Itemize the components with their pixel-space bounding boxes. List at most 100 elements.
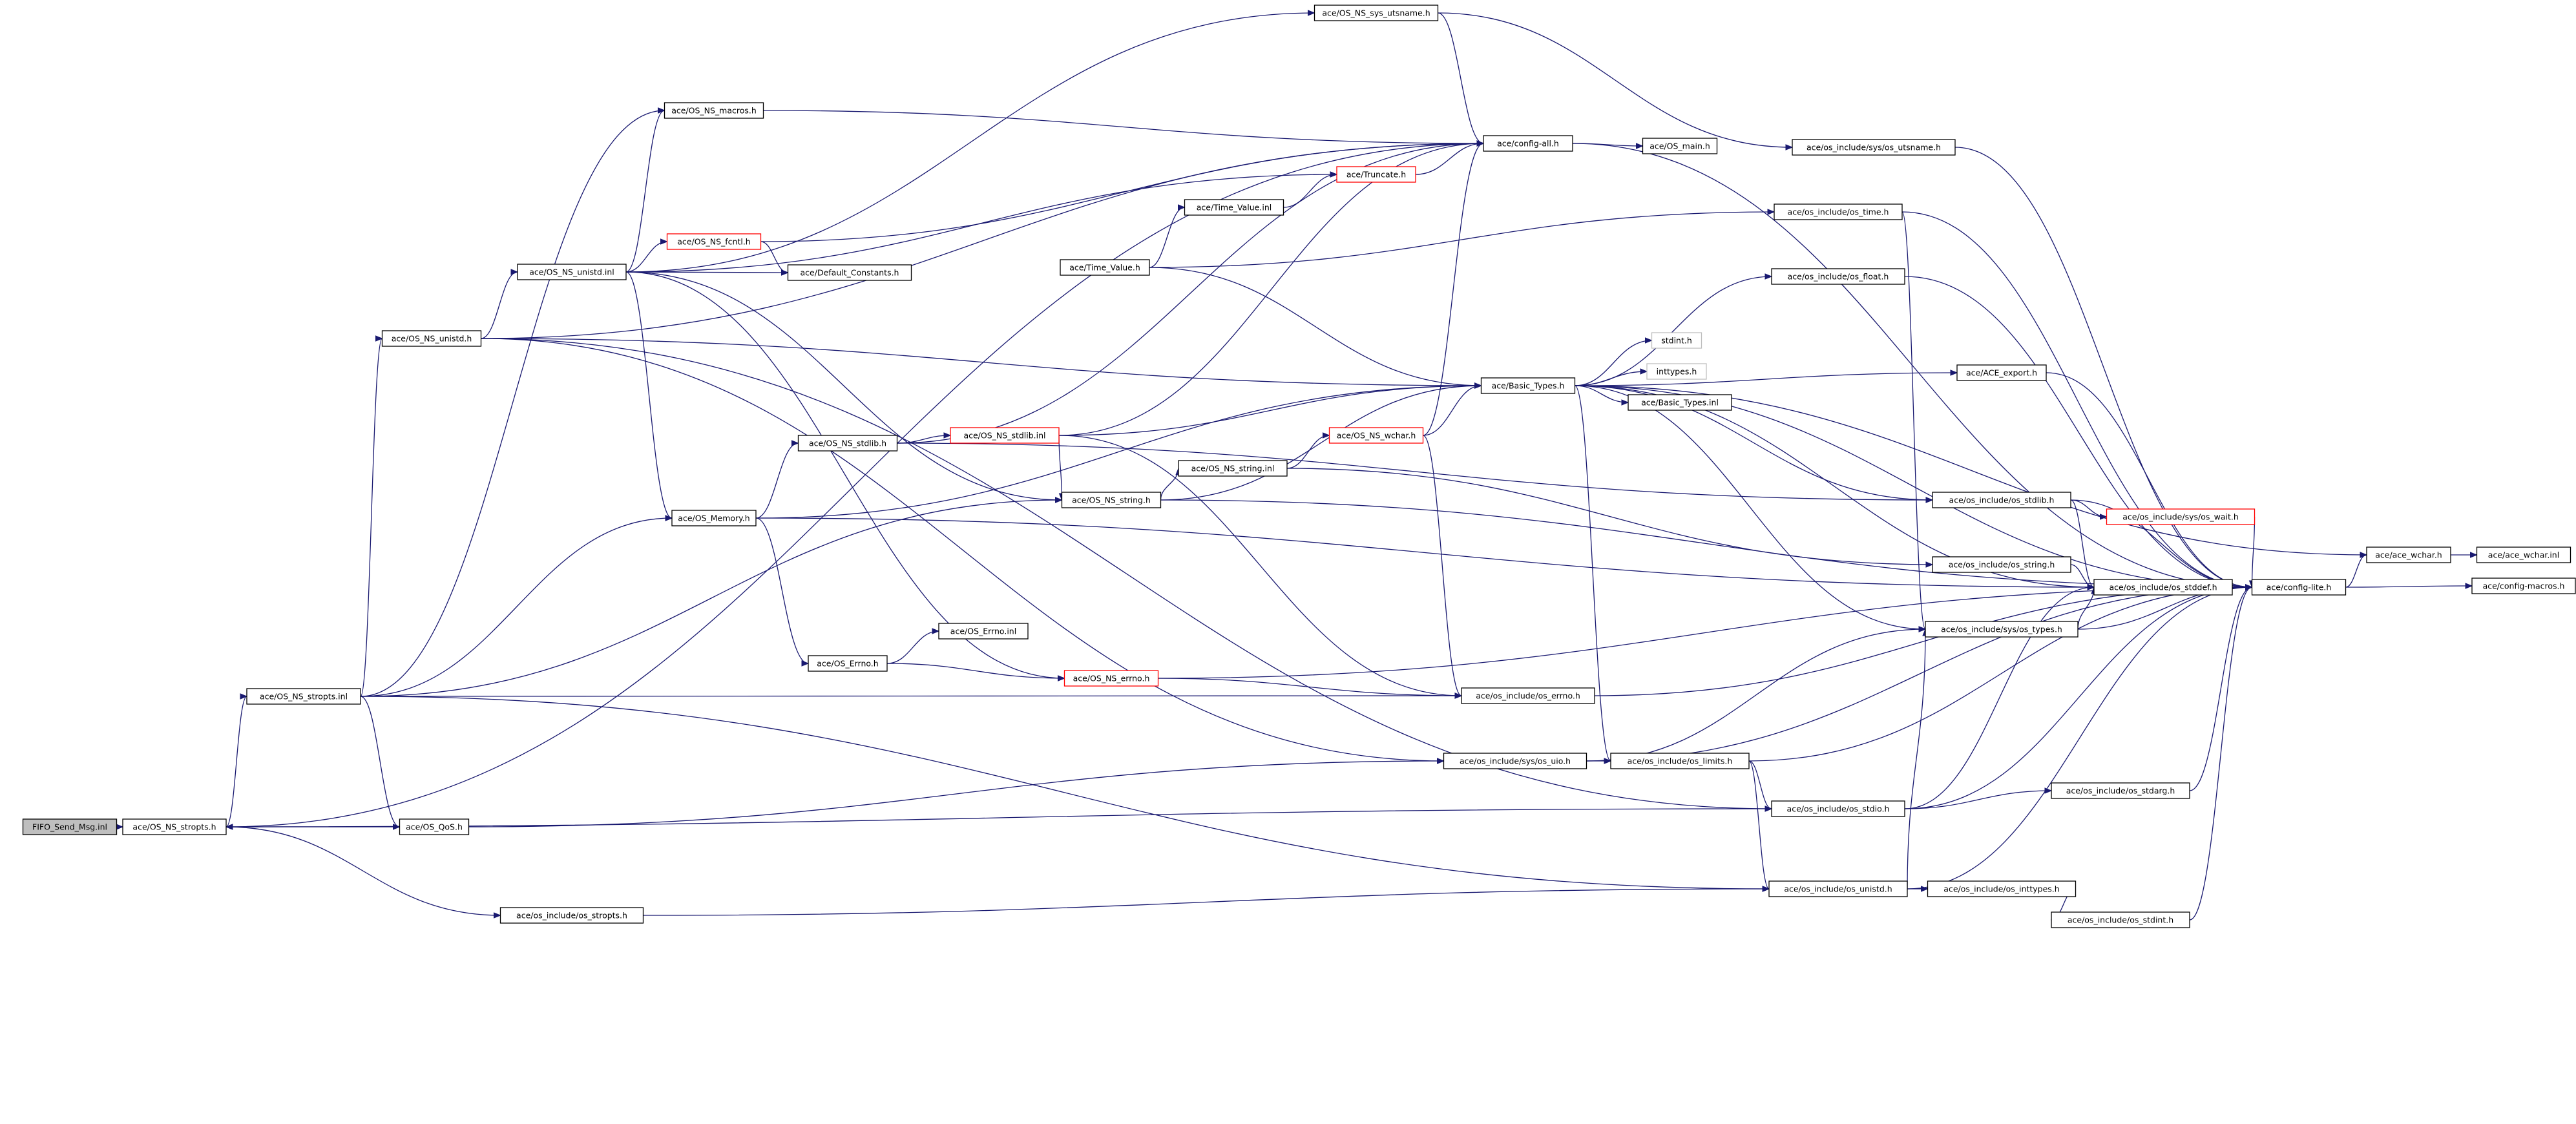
node-box[interactable]	[1792, 139, 1956, 156]
node-os-types[interactable]: ace/os_include/sys/os_types.h	[1925, 621, 2079, 638]
node-os-stdarg[interactable]: ace/os_include/os_stdarg.h	[2051, 782, 2190, 799]
node-box[interactable]	[1768, 880, 1908, 897]
node-os-string[interactable]: ace/os_include/os_string.h	[1932, 556, 2071, 573]
node-memory[interactable]: ace/OS_Memory.h	[671, 510, 757, 526]
node-box[interactable]	[1927, 880, 2077, 897]
node-box[interactable]	[1925, 621, 2079, 638]
node-stdint[interactable]: stdint.h	[1651, 332, 1702, 349]
node-box[interactable]	[1642, 138, 1718, 154]
node-fifo[interactable]: FIFO_Send_Msg.inl	[22, 818, 118, 835]
node-errno-inl[interactable]: ace/OS_Errno.inl	[938, 623, 1029, 640]
node-string-h[interactable]: ace/OS_NS_string.h	[1061, 492, 1162, 508]
node-box[interactable]	[122, 818, 227, 835]
node-box[interactable]	[2471, 578, 2576, 594]
node-box[interactable]	[1932, 492, 2071, 508]
node-box[interactable]	[1932, 556, 2071, 573]
node-box[interactable]	[1774, 203, 1903, 220]
node-box[interactable]	[517, 264, 627, 280]
node-os-float[interactable]: ace/os_include/os_float.h	[1771, 268, 1905, 285]
node-ace-wchar-inl[interactable]: ace/ace_wchar.inl	[2476, 546, 2571, 563]
node-stropts-h[interactable]: ace/OS_NS_stropts.h	[122, 818, 227, 835]
node-ace-export[interactable]: ace/ACE_export.h	[1956, 364, 2047, 381]
node-defconst[interactable]: ace/Default_Constants.h	[787, 264, 912, 281]
node-box[interactable]	[1771, 268, 1905, 285]
node-box[interactable]	[2106, 508, 2256, 525]
node-os-errno[interactable]: ace/os_include/os_errno.h	[1461, 687, 1595, 704]
node-stropts-inl[interactable]: ace/OS_NS_stropts.inl	[246, 688, 361, 705]
node-box[interactable]	[1328, 427, 1424, 444]
node-box[interactable]	[1184, 199, 1284, 216]
node-os-limits[interactable]: ace/os_include/os_limits.h	[1610, 753, 1750, 769]
node-os-stddef[interactable]: ace/os_include/os_stddef.h	[2093, 579, 2233, 596]
node-config-all[interactable]: ace/config-all.h	[1483, 135, 1573, 152]
node-os-wait[interactable]: ace/os_include/sys/os_wait.h	[2106, 508, 2256, 525]
node-basic-types[interactable]: ace/Basic_Types.h	[1480, 377, 1576, 394]
node-box[interactable]	[1061, 492, 1162, 508]
node-ace-wchar[interactable]: ace/ace_wchar.h	[2366, 546, 2451, 563]
node-box[interactable]	[2051, 782, 2190, 799]
node-box[interactable]	[2366, 546, 2451, 563]
node-os-uio[interactable]: ace/os_include/sys/os_uio.h	[1443, 753, 1587, 769]
node-box[interactable]	[808, 655, 888, 672]
node-box[interactable]	[2251, 579, 2347, 596]
node-box[interactable]	[1651, 332, 1702, 349]
node-box[interactable]	[399, 818, 470, 835]
node-box[interactable]	[246, 688, 361, 705]
node-stdlib-inl[interactable]: ace/OS_NS_stdlib.inl	[950, 427, 1060, 444]
node-qos[interactable]: ace/OS_QoS.h	[399, 818, 470, 835]
node-box[interactable]	[950, 427, 1060, 444]
node-os-stdio[interactable]: ace/os_include/os_stdio.h	[1771, 800, 1905, 817]
node-box[interactable]	[664, 102, 764, 119]
node-box[interactable]	[2093, 579, 2233, 596]
node-box[interactable]	[797, 435, 898, 452]
node-box[interactable]	[1443, 753, 1587, 769]
node-box[interactable]	[1314, 5, 1439, 21]
node-tv-inl[interactable]: ace/Time_Value.inl	[1184, 199, 1284, 216]
node-box[interactable]	[1461, 687, 1595, 704]
node-os-unistd[interactable]: ace/os_include/os_unistd.h	[1768, 880, 1908, 897]
node-os-stdint[interactable]: ace/os_include/os_stdint.h	[2051, 911, 2190, 928]
node-inttypes[interactable]: inttypes.h	[1646, 363, 1707, 380]
node-basic-types-inl[interactable]: ace/Basic_Types.inl	[1628, 394, 1732, 411]
node-macros[interactable]: ace/OS_NS_macros.h	[664, 102, 764, 119]
node-tv-h[interactable]: ace/Time_Value.h	[1060, 259, 1150, 276]
node-box[interactable]	[381, 330, 482, 347]
node-box[interactable]	[1063, 670, 1159, 687]
node-os-time[interactable]: ace/os_include/os_time.h	[1774, 203, 1903, 220]
node-unistd-h[interactable]: ace/OS_NS_unistd.h	[381, 330, 482, 347]
node-os-main[interactable]: ace/OS_main.h	[1642, 138, 1718, 154]
node-wchar[interactable]: ace/OS_NS_wchar.h	[1328, 427, 1424, 444]
node-errno-h[interactable]: ace/OS_Errno.h	[808, 655, 888, 672]
node-box[interactable]	[499, 907, 644, 924]
node-config-lite[interactable]: ace/config-lite.h	[2251, 579, 2347, 596]
node-box[interactable]	[1956, 364, 2047, 381]
node-box[interactable]	[1646, 363, 1707, 380]
node-os-stdlib[interactable]: ace/os_include/os_stdlib.h	[1932, 492, 2071, 508]
node-box[interactable]	[1480, 377, 1576, 394]
node-fcntl[interactable]: ace/OS_NS_fcntl.h	[666, 233, 762, 250]
node-sys-utsname[interactable]: ace/os_include/sys/os_utsname.h	[1792, 139, 1956, 156]
node-box[interactable]	[1336, 166, 1416, 183]
node-config-macros[interactable]: ace/config-macros.h	[2471, 578, 2576, 594]
node-string-inl[interactable]: ace/OS_NS_string.inl	[1178, 460, 1288, 477]
node-box[interactable]	[1178, 460, 1288, 477]
node-box[interactable]	[1483, 135, 1573, 152]
node-box[interactable]	[2476, 546, 2571, 563]
node-utsname[interactable]: ace/OS_NS_sys_utsname.h	[1314, 5, 1439, 21]
node-unistd-inl[interactable]: ace/OS_NS_unistd.inl	[517, 264, 627, 280]
node-truncate[interactable]: ace/Truncate.h	[1336, 166, 1416, 183]
node-box[interactable]	[1628, 394, 1732, 411]
node-box[interactable]	[1771, 800, 1905, 817]
node-box[interactable]	[787, 264, 912, 281]
node-box[interactable]	[2051, 911, 2190, 928]
node-box[interactable]	[22, 818, 118, 835]
node-box[interactable]	[666, 233, 762, 250]
node-os-inttypes[interactable]: ace/os_include/os_inttypes.h	[1927, 880, 2077, 897]
node-ns-errno[interactable]: ace/OS_NS_errno.h	[1063, 670, 1159, 687]
node-box[interactable]	[1060, 259, 1150, 276]
node-box[interactable]	[671, 510, 757, 526]
node-box[interactable]	[1610, 753, 1750, 769]
node-box[interactable]	[938, 623, 1029, 640]
node-stdlib-h[interactable]: ace/OS_NS_stdlib.h	[797, 435, 898, 452]
node-os-stropts[interactable]: ace/os_include/os_stropts.h	[499, 907, 644, 924]
